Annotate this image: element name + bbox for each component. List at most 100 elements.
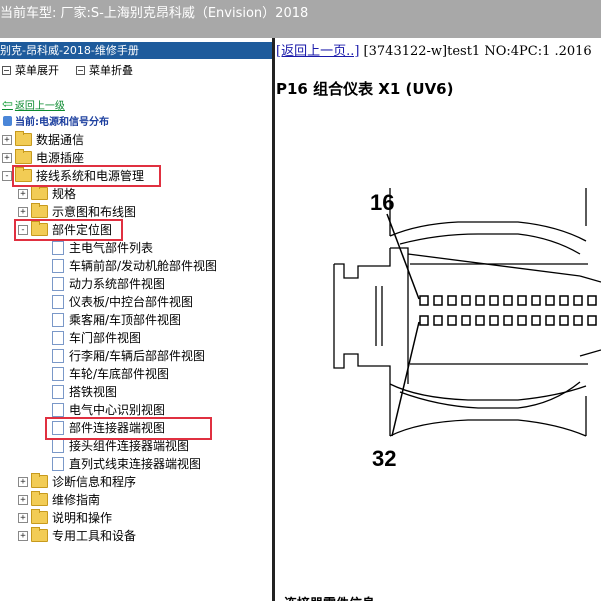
tree-doc-item[interactable]: 车门部件视图 <box>52 329 141 346</box>
pin-cavity <box>531 295 541 306</box>
folder-icon <box>31 491 48 506</box>
tree-folder-item[interactable]: + 示意图和布线图 <box>18 203 136 220</box>
highlight-box <box>14 219 123 241</box>
tree-folder-item[interactable]: + 诊断信息和程序 <box>18 473 136 490</box>
tree-doc-item[interactable]: 接头组件连接器端视图 <box>52 437 189 454</box>
window-title: 当前车型: 厂家:S-上海别克昂科威（Envision）2018 <box>0 6 309 21</box>
expand-all-icon <box>2 65 11 75</box>
tree-item-label: 维修指南 <box>52 493 101 507</box>
pin-cavity <box>517 315 527 326</box>
tree-folder-item[interactable]: +电源插座 <box>2 149 84 166</box>
back-up-level-label: 返回上一级 <box>14 101 65 112</box>
document-icon <box>52 384 64 399</box>
navigation-panel: 别克-昂科威-2018-维修手册 菜单展开 菜单折叠 ⇦ 返回上一级 当前:电源… <box>0 38 272 601</box>
expand-toggle-icon[interactable]: + <box>18 206 28 217</box>
pin-label-bottom: 32 <box>372 446 396 471</box>
tree-doc-item[interactable]: 部件连接器端视图 <box>52 419 165 436</box>
tree-doc-item[interactable]: 电气中心识别视图 <box>52 401 165 418</box>
menu-collapse-button[interactable]: 菜单折叠 <box>76 62 133 78</box>
pin-cavity <box>587 295 597 306</box>
pin-cavity <box>517 295 527 306</box>
back-up-level-link[interactable]: ⇦ 返回上一级 <box>2 96 65 113</box>
document-icon <box>52 276 64 291</box>
document-icon <box>52 294 64 309</box>
tree-doc-item[interactable]: 车辆前部/发动机舱部件视图 <box>52 257 217 274</box>
tree-item-label: 车门部件视图 <box>69 331 142 345</box>
expand-toggle-icon[interactable]: + <box>2 152 12 163</box>
tree-folder-item[interactable]: -接线系统和电源管理 <box>2 167 144 184</box>
title-bar: 当前车型: 厂家:S-上海别克昂科威（Envision）2018 <box>0 0 601 38</box>
tree-item-label: 部件定位图 <box>52 223 113 237</box>
connector-end-view-diagram: 16 32 <box>333 188 601 471</box>
expand-toggle-icon[interactable]: + <box>18 188 28 199</box>
pin-cavity <box>545 295 555 306</box>
folder-icon <box>15 131 32 146</box>
pin-cavity <box>559 295 569 306</box>
tree-folder-item[interactable]: - 部件定位图 <box>18 221 112 238</box>
document-icon <box>52 312 64 327</box>
pane-splitter[interactable] <box>272 38 275 601</box>
document-icon <box>52 330 64 345</box>
pin-cavity <box>587 315 597 326</box>
location-icon <box>3 115 12 126</box>
folder-icon <box>31 185 48 200</box>
tree-item-label: 规格 <box>52 187 77 201</box>
content-panel: [返回上一页..] [3743122-w]test1 NO:4PC:1 .201… <box>276 38 601 601</box>
tree-item-label: 说明和操作 <box>52 511 113 525</box>
tree-item-label: 部件连接器端视图 <box>69 421 166 435</box>
folder-icon <box>31 473 48 488</box>
expand-toggle-icon[interactable]: + <box>18 476 28 487</box>
folder-icon <box>31 221 48 236</box>
menu-expand-button[interactable]: 菜单展开 <box>2 62 59 78</box>
back-arrow-icon: ⇦ <box>2 96 13 112</box>
tree-doc-item[interactable]: 动力系统部件视图 <box>52 275 165 292</box>
pin-cavity <box>419 315 429 326</box>
tree-doc-item[interactable]: 搭铁视图 <box>52 383 117 400</box>
collapse-toggle-icon[interactable]: - <box>2 170 12 181</box>
document-icon <box>52 240 64 255</box>
expand-toggle-icon[interactable]: + <box>2 134 12 145</box>
tree-item-label: 仪表板/中控台部件视图 <box>69 295 194 309</box>
collapse-toggle-icon[interactable]: - <box>18 224 28 235</box>
expand-toggle-icon[interactable]: + <box>18 494 28 505</box>
pin-leader-line <box>391 321 420 437</box>
folder-icon <box>31 509 48 524</box>
tree-item-label: 行李厢/车辆后部部件视图 <box>69 349 206 363</box>
pin-cavity <box>447 315 457 326</box>
tree-doc-item[interactable]: 行李厢/车辆后部部件视图 <box>52 347 205 364</box>
document-icon <box>52 420 64 435</box>
tree-doc-item[interactable]: 直列式线束连接器端视图 <box>52 455 201 472</box>
pin-cavity <box>489 295 499 306</box>
expand-toggle-icon[interactable]: + <box>18 530 28 541</box>
back-page-link[interactable]: [返回上一页..] <box>276 44 360 59</box>
manual-header: 别克-昂科威-2018-维修手册 <box>0 42 272 59</box>
page-title: P16 组合仪表 X1 (UV6) <box>276 80 454 98</box>
pin-cavity <box>461 295 471 306</box>
tree-folder-item[interactable]: +专用工具和设备 <box>18 527 136 544</box>
tree-item-label: 诊断信息和程序 <box>52 475 137 489</box>
pin-cavity <box>573 315 583 326</box>
current-location-label: 当前:电源和信号分布 <box>15 117 109 128</box>
tree-item-label: 主电气部件列表 <box>69 241 154 255</box>
tree-doc-item[interactable]: 乘客厢/车顶部件视图 <box>52 311 181 328</box>
document-icon <box>52 348 64 363</box>
document-icon <box>52 366 64 381</box>
pin-cavity <box>531 315 541 326</box>
collapse-all-icon <box>76 65 85 75</box>
tree-folder-item[interactable]: + 维修指南 <box>18 491 100 508</box>
content-nav: [返回上一页..] [3743122-w]test1 NO:4PC:1 .201… <box>276 40 592 59</box>
folder-icon <box>31 203 48 218</box>
tree-item-label: 直列式线束连接器端视图 <box>69 457 202 471</box>
tree-folder-item[interactable]: +数据通信 <box>2 131 84 148</box>
tree-item-label: 示意图和布线图 <box>52 205 137 219</box>
tree-folder-item[interactable]: + 规格 <box>18 185 76 202</box>
pin-cavity <box>419 295 429 306</box>
tree-item-label: 电气中心识别视图 <box>69 403 166 417</box>
expand-toggle-icon[interactable]: + <box>18 512 28 523</box>
tree-doc-item[interactable]: 主电气部件列表 <box>52 239 153 256</box>
pin-cavity <box>475 295 485 306</box>
tree-folder-item[interactable]: + 说明和操作 <box>18 509 112 526</box>
tree-doc-item[interactable]: 仪表板/中控台部件视图 <box>52 293 193 310</box>
tree-doc-item[interactable]: 车轮/车底部件视图 <box>52 365 169 382</box>
folder-icon <box>15 167 32 182</box>
